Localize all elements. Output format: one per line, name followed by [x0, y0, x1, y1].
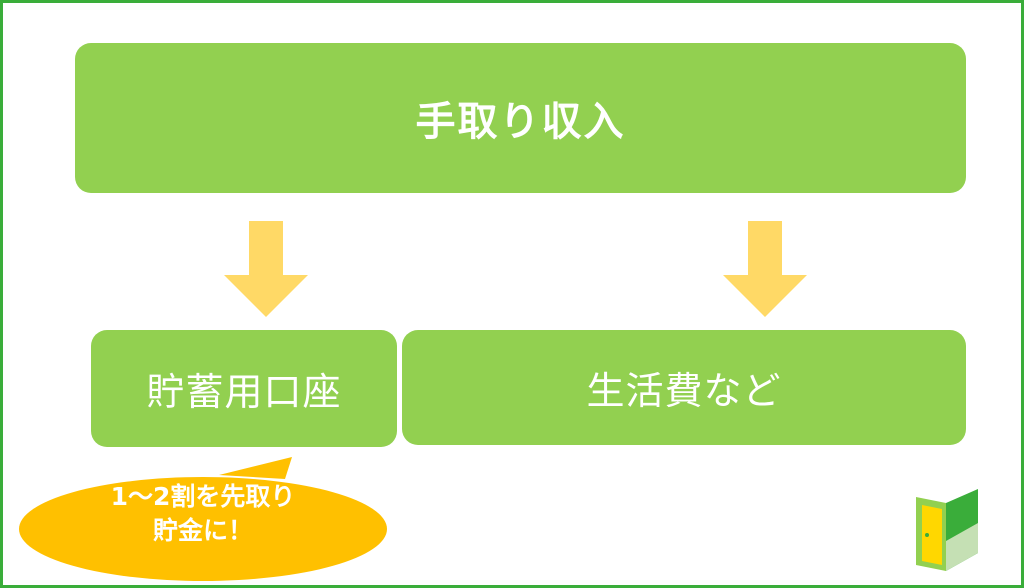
savings-account-box: 貯蓄用口座	[91, 330, 397, 447]
callout-text: 1～2割を先取り 貯金に！	[63, 480, 343, 548]
door-logo-icon	[916, 489, 978, 571]
take-home-income-label: 手取り収入	[415, 99, 626, 145]
savings-account-label: 貯蓄用口座	[146, 370, 342, 414]
living-expenses-label: 生活費など	[586, 369, 782, 413]
living-expenses-box: 生活費など	[402, 330, 966, 445]
callout-line-2: 貯金に！	[152, 516, 253, 545]
callout-line-1: 1～2割を先取り	[110, 482, 296, 511]
speech-bubble	[19, 457, 387, 581]
arrow-down-icon	[723, 221, 807, 317]
arrow-down-icon	[224, 221, 308, 317]
take-home-income-box: 手取り収入	[75, 43, 966, 193]
